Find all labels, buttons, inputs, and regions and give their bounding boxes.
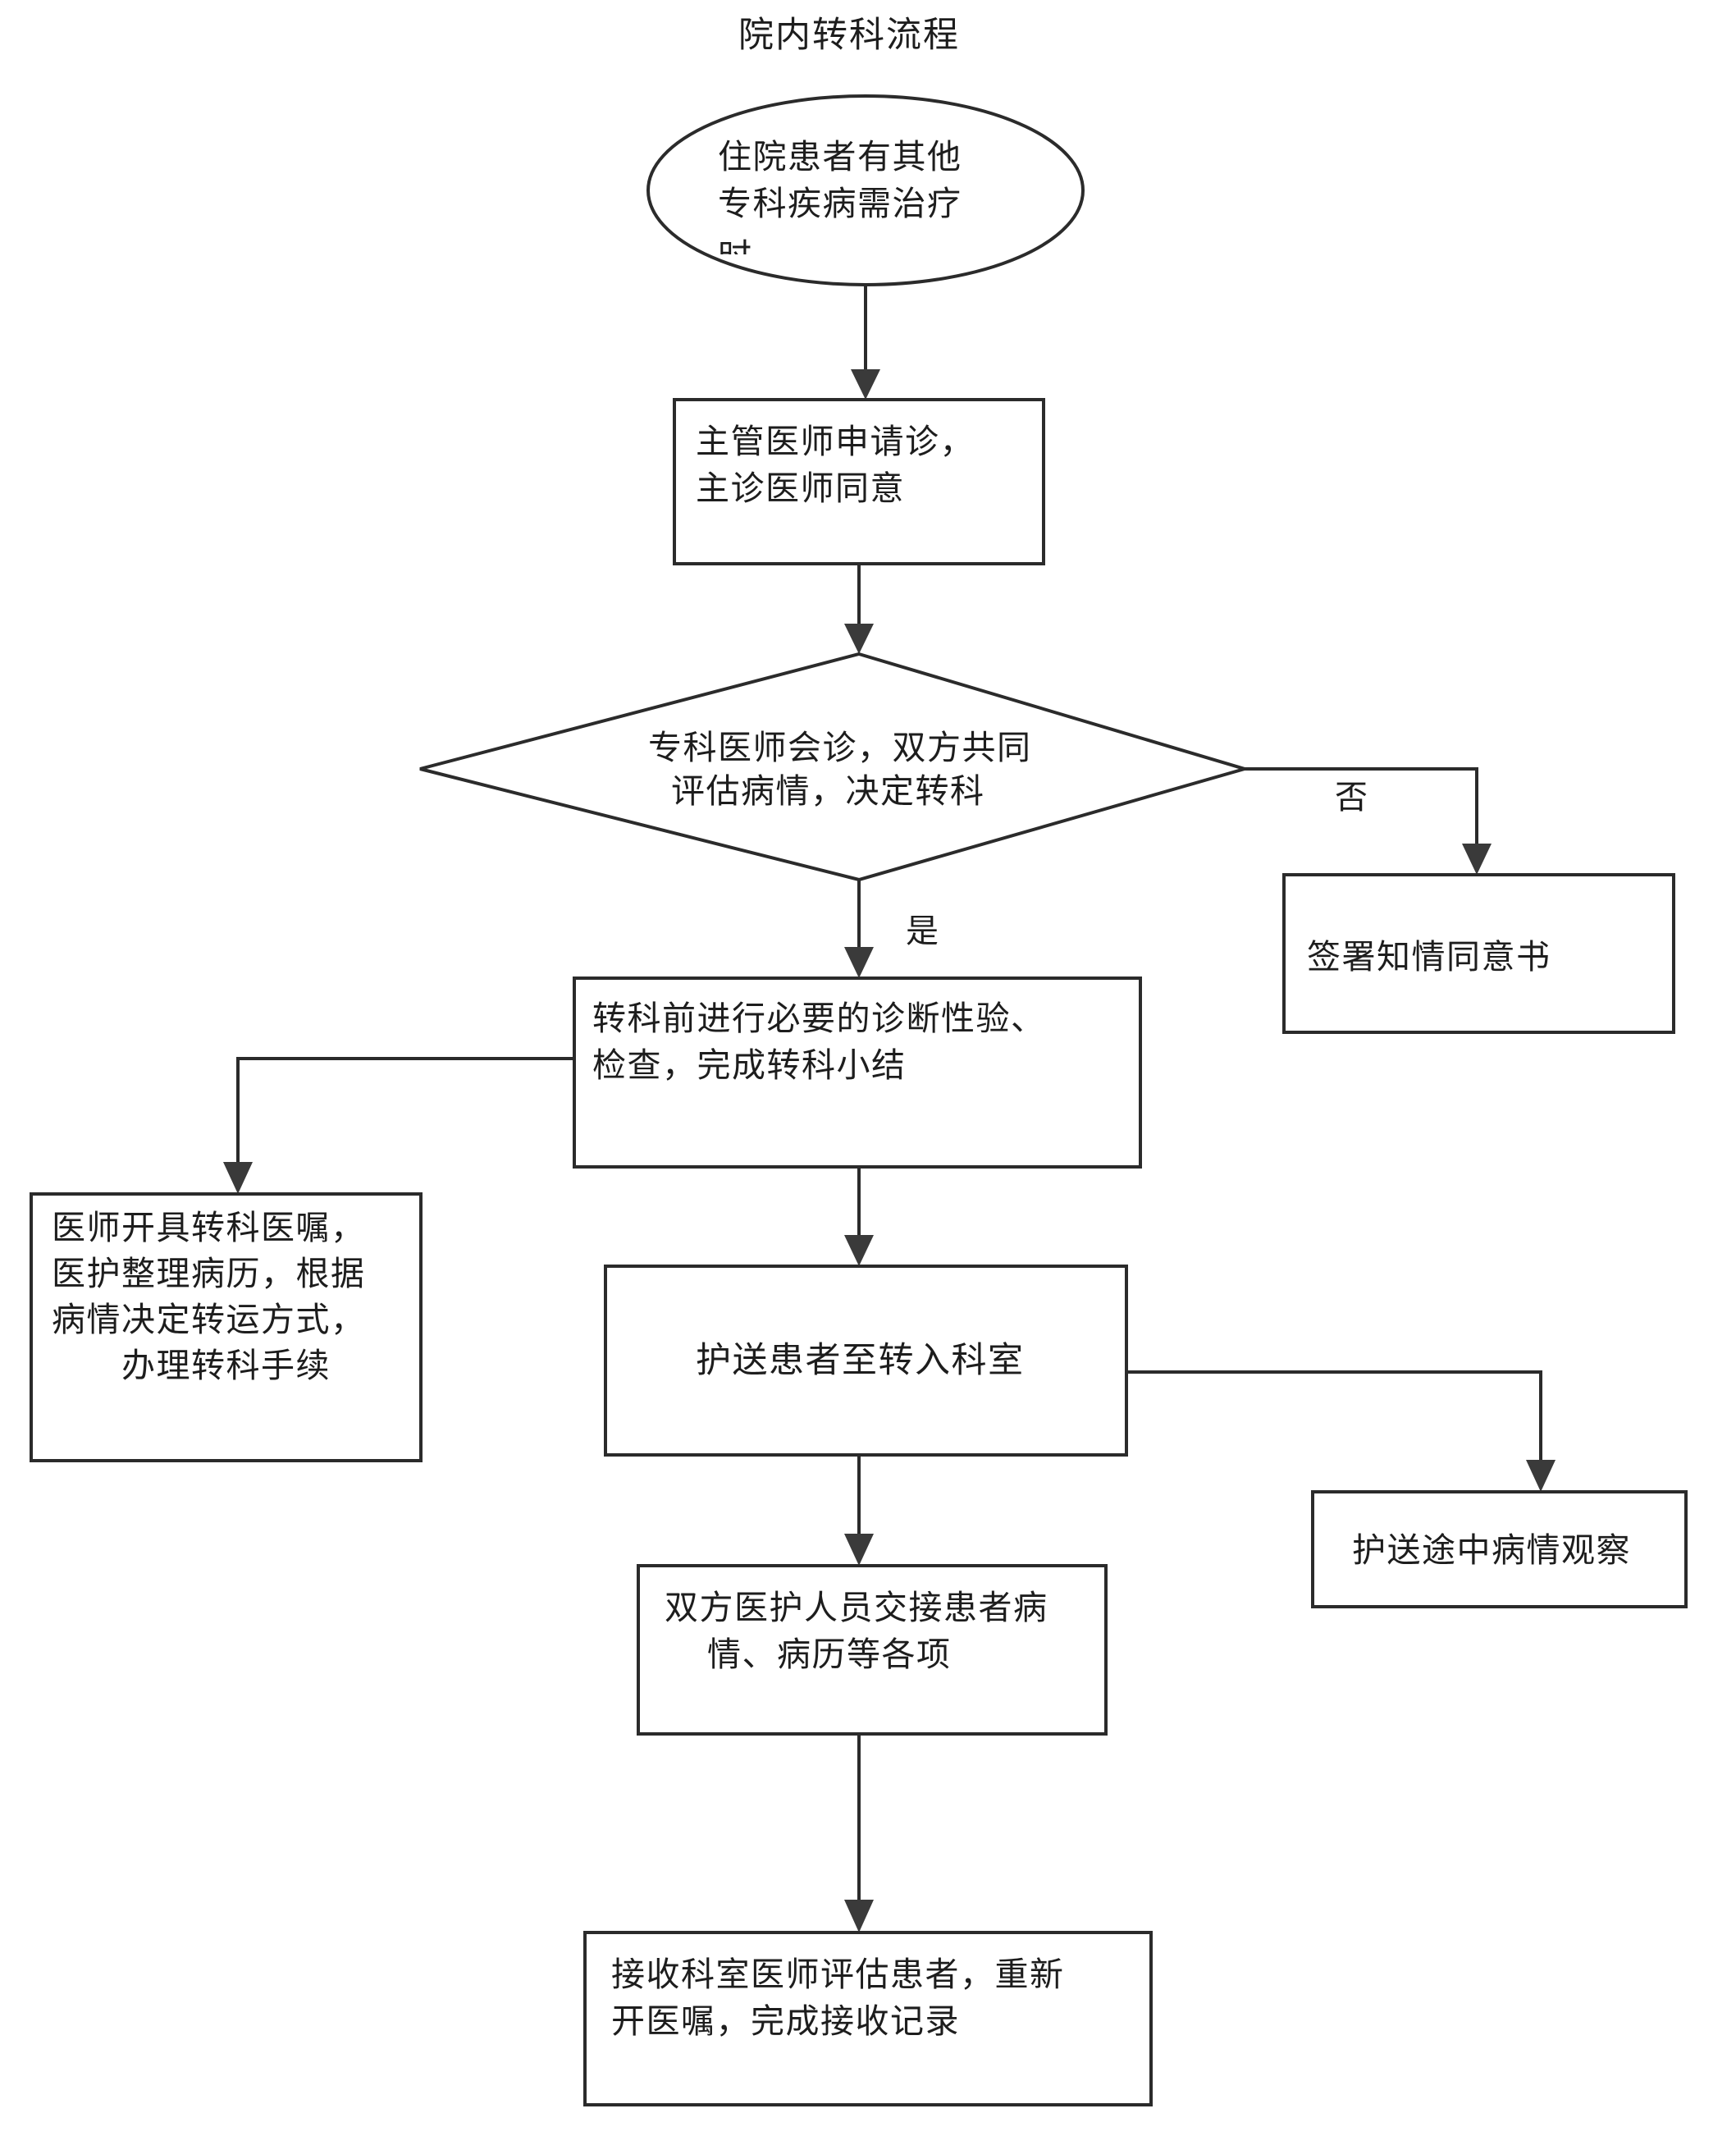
escort-patient-line-1: 护送患者至转入科室 [696, 1341, 1025, 1380]
receiving-assessment-line-1: 接收科室医师评估患者，重新 [611, 1955, 1065, 1993]
sign-consent-line-1: 签署知情同意书 [1307, 938, 1551, 976]
edge-escort-to-observe [1126, 1370, 1542, 1469]
receiving-assessment-shape [583, 1931, 1153, 2106]
apply-consult-line-2: 主诊医师同意 [696, 469, 905, 507]
consult-decision-line-2: 评估病情，决定转科 [671, 772, 985, 810]
transfer-orders-line-2: 医护整理病历，根据 [52, 1255, 366, 1292]
start-node-line-3-clipped: 时 [718, 236, 816, 254]
arrowhead-escort-to-observe [1526, 1460, 1556, 1492]
staff-handover-shape [637, 1564, 1108, 1736]
start-node-line-3-glyph: 时 [718, 237, 753, 254]
staff-handover-line-1: 双方医护人员交接患者病 [665, 1589, 1048, 1626]
arrowhead-start-to-apply [851, 369, 880, 400]
staff-handover-line-2: 情、病历等各项 [707, 1635, 952, 1673]
sign-consent-shape [1282, 873, 1675, 1034]
transfer-orders-shape [30, 1192, 423, 1462]
start-node-line-2: 专科疾病需治疗 [718, 185, 962, 222]
receiving-assessment-line-2: 开医嘱，完成接收记录 [611, 2002, 960, 2040]
pre-transfer-exams-shape [573, 977, 1142, 1169]
consult-decision-line-1: 专科医师会诊，双方共同 [648, 729, 1032, 766]
enroute-observation-line-1: 护送途中病情观察 [1352, 1531, 1631, 1569]
consult-decision-shape [419, 652, 1251, 882]
arrowhead-escort-to-handover [844, 1534, 874, 1566]
start-node-line-1: 住院患者有其他 [718, 138, 962, 176]
pre-transfer-exams-line-2: 检查，完成转科小结 [592, 1046, 907, 1084]
apply-consult-line-1: 主管医师申请诊， [696, 423, 975, 460]
arrowhead-handover-to-receive [844, 1900, 874, 1932]
arrowhead-decision-to-pretransfer [844, 947, 874, 978]
page-title: 院内转科流程 [738, 16, 960, 55]
apply-consult-shape [673, 398, 1045, 565]
escort-patient-shape [604, 1265, 1128, 1457]
arrowhead-apply-to-decision [844, 624, 874, 654]
edge-label-no: 否 [1335, 780, 1368, 816]
edge-decision-to-consent [1245, 767, 1478, 853]
pre-transfer-exams-line-1: 转科前进行必要的诊断性验、 [592, 999, 1046, 1037]
transfer-orders-line-4: 办理转科手续 [121, 1347, 331, 1384]
edge-label-yes: 是 [906, 913, 939, 949]
arrowhead-decision-to-consent [1462, 844, 1492, 875]
arrowhead-pretransfer-to-orders [223, 1162, 253, 1194]
edge-pretransfer-to-orders [236, 1057, 574, 1172]
arrowhead-pretransfer-to-escort [844, 1235, 874, 1266]
enroute-observation-shape [1311, 1490, 1688, 1608]
transfer-orders-line-1: 医师开具转科医嘱， [52, 1209, 366, 1246]
transfer-orders-line-3: 病情决定转运方式， [52, 1301, 366, 1338]
